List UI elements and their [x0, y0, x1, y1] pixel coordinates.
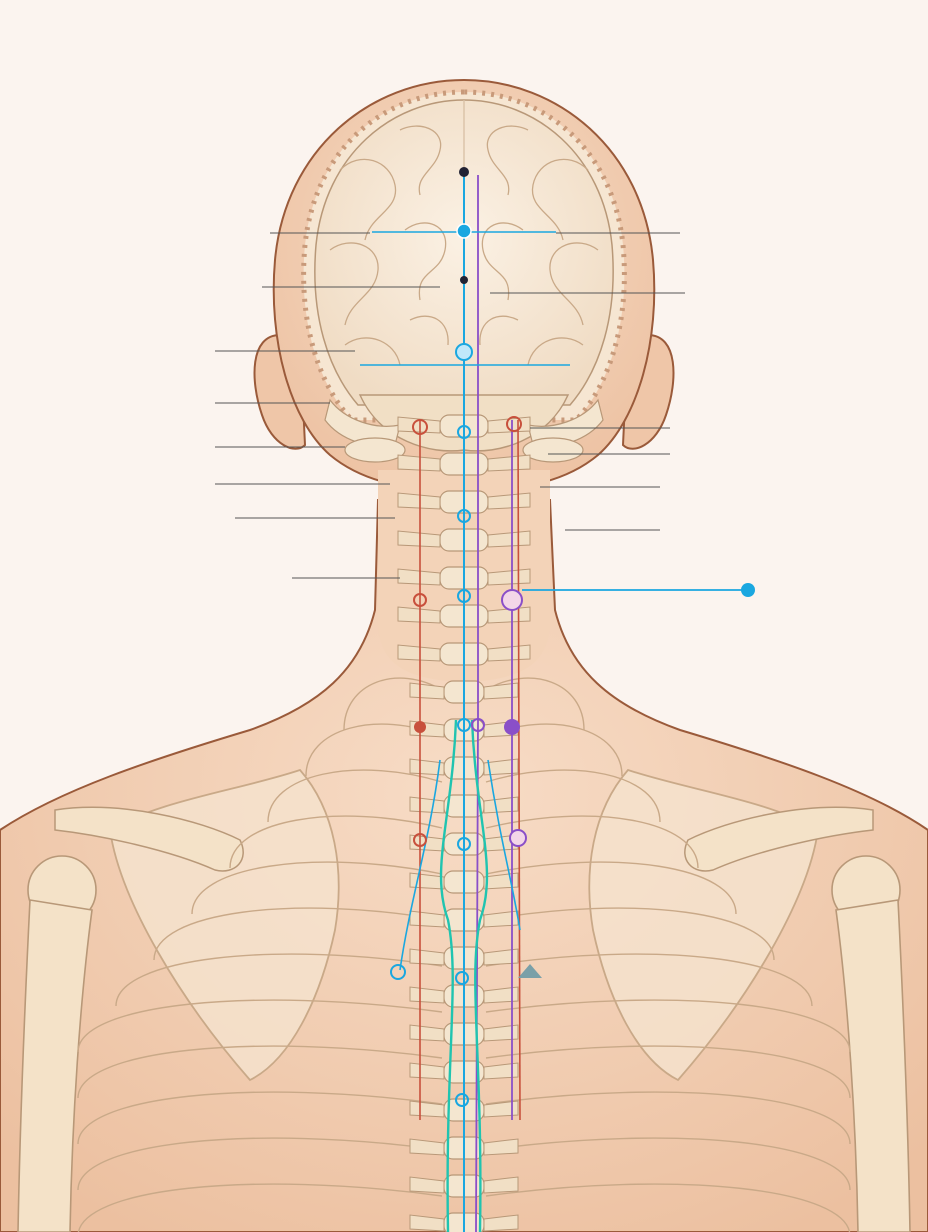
node-t1-mid — [471, 718, 485, 732]
vertebra — [409, 870, 519, 894]
rib-cage — [77, 677, 851, 1232]
node-t8-right — [518, 964, 542, 978]
rib — [267, 769, 443, 823]
node-t1-right — [504, 719, 520, 735]
node-t4-left — [413, 833, 427, 847]
rib — [77, 1091, 443, 1145]
callout-dot — [741, 583, 755, 597]
teal-nerve-line-a — [439, 719, 458, 1232]
left-humerus — [17, 855, 97, 1232]
node-t12-center — [455, 1093, 469, 1107]
node-t4-right — [509, 829, 527, 847]
rib — [115, 953, 443, 1007]
rib — [485, 1137, 851, 1191]
rib — [343, 677, 443, 731]
rib — [485, 861, 737, 915]
rib — [77, 1137, 443, 1191]
node-t8-left — [390, 964, 406, 980]
rib — [485, 1045, 851, 1099]
node-t8-center — [455, 971, 469, 985]
nerve-nodes — [390, 167, 542, 1107]
rib — [153, 907, 443, 961]
node-c1-left — [412, 419, 428, 435]
node-c5-center — [457, 589, 471, 603]
rib — [77, 999, 443, 1053]
node-c1-right — [506, 416, 522, 432]
rib — [77, 1183, 443, 1232]
node-t1-left — [414, 721, 426, 733]
vertebral-column — [397, 414, 531, 1232]
vertebra — [397, 566, 531, 590]
rib — [485, 1091, 851, 1145]
rib — [485, 815, 699, 869]
callout-pointer — [522, 583, 755, 597]
rib — [485, 953, 813, 1007]
skull-base-bones — [324, 398, 604, 463]
rib — [485, 999, 851, 1053]
node-t1-center — [457, 718, 471, 732]
node-c5-left — [413, 593, 427, 607]
rib — [229, 815, 443, 869]
vertebra — [409, 1212, 519, 1232]
cyan-nerve-line-d — [487, 759, 521, 931]
right-humerus — [831, 855, 911, 1232]
vertebra — [397, 490, 531, 514]
node-brain — [456, 223, 472, 239]
rib — [485, 907, 775, 961]
leader-lines — [215, 232, 685, 579]
teal-nerve-line-b — [470, 719, 489, 1232]
rib — [77, 1045, 443, 1099]
rib — [191, 861, 443, 915]
node-c5-right — [501, 589, 523, 611]
red-nerve-line-right — [517, 419, 521, 1121]
node-c3-center — [457, 509, 471, 523]
rib — [485, 677, 585, 731]
rib — [485, 1183, 851, 1232]
left-clavicle — [54, 806, 244, 872]
node-brainstem — [455, 343, 473, 361]
right-clavicle — [684, 806, 874, 872]
node-top — [459, 167, 469, 177]
node-t4-center — [457, 837, 471, 851]
cyan-nerve-line-c — [399, 759, 441, 971]
rib — [485, 769, 661, 823]
node-c1-center — [457, 425, 471, 439]
node-midbrain — [460, 276, 468, 284]
